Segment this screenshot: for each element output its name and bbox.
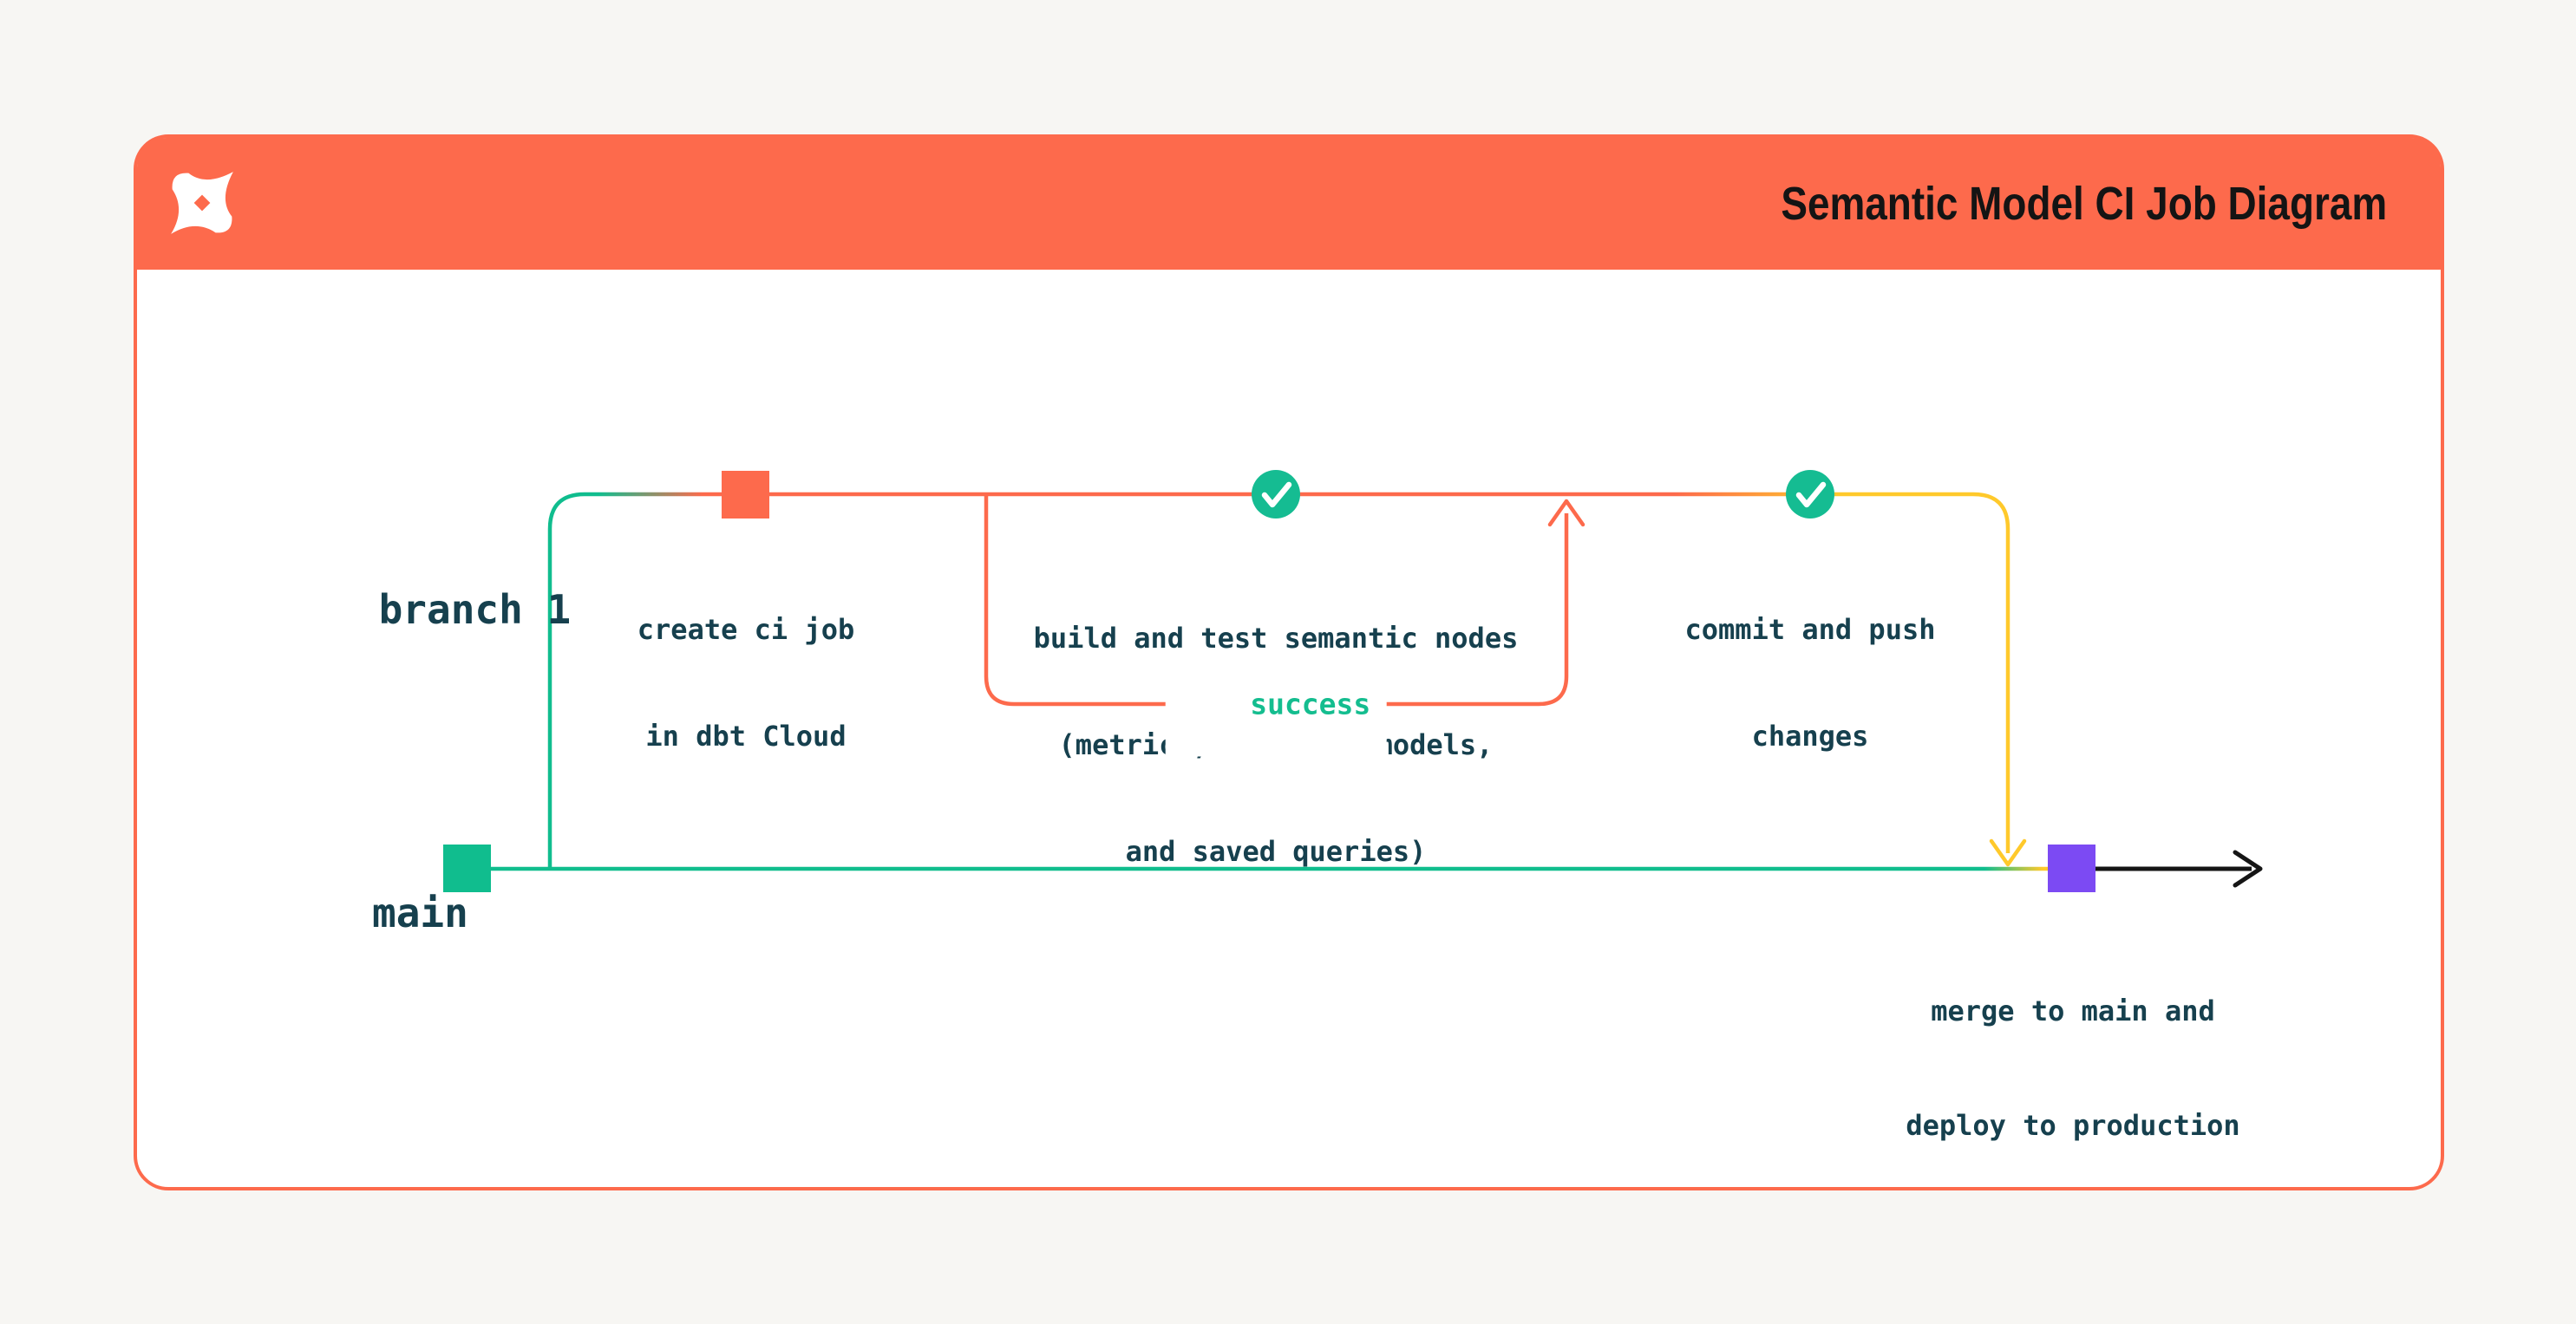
card-header: Semantic Model CI Job Diagram — [137, 138, 2441, 270]
branch1-label: branch 1 — [283, 542, 572, 677]
commit-push-label-line: commit and push — [1684, 613, 1936, 646]
merge-deploy-label-line: deploy to production — [1906, 1109, 2240, 1142]
build-test-label: build and test semantic nodes (metrics, … — [1034, 550, 1519, 941]
create-ci-label-line: create ci job — [637, 613, 855, 646]
merge-deploy-label: merge to main and deploy to production — [1906, 916, 2239, 1221]
branch1-label-text: branch 1 — [378, 586, 572, 633]
merge-deploy-label-line: merge to main and — [1931, 995, 2215, 1027]
page-title: Semantic Model CI Job Diagram — [1674, 138, 2387, 270]
create-ci-label-line: in dbt Cloud — [645, 720, 847, 753]
success-label-text: success — [1250, 687, 1371, 721]
main-label-text: main — [372, 890, 468, 936]
commit-push-label-line: changes — [1751, 720, 1869, 753]
success-label: success — [1165, 651, 1387, 757]
create-ci-label: create ci job in dbt Cloud — [637, 541, 854, 825]
build-test-label-line: build and test semantic nodes — [1033, 622, 1519, 655]
page-title-text: Semantic Model CI Job Diagram — [1781, 178, 2387, 230]
dbt-logo-icon — [171, 172, 233, 234]
main-label: main — [276, 845, 468, 981]
build-test-label-line: and saved queries) — [1125, 835, 1427, 868]
diagram-card: Semantic Model CI Job Diagram — [134, 134, 2444, 1190]
commit-push-label: commit and push changes — [1685, 541, 1936, 825]
